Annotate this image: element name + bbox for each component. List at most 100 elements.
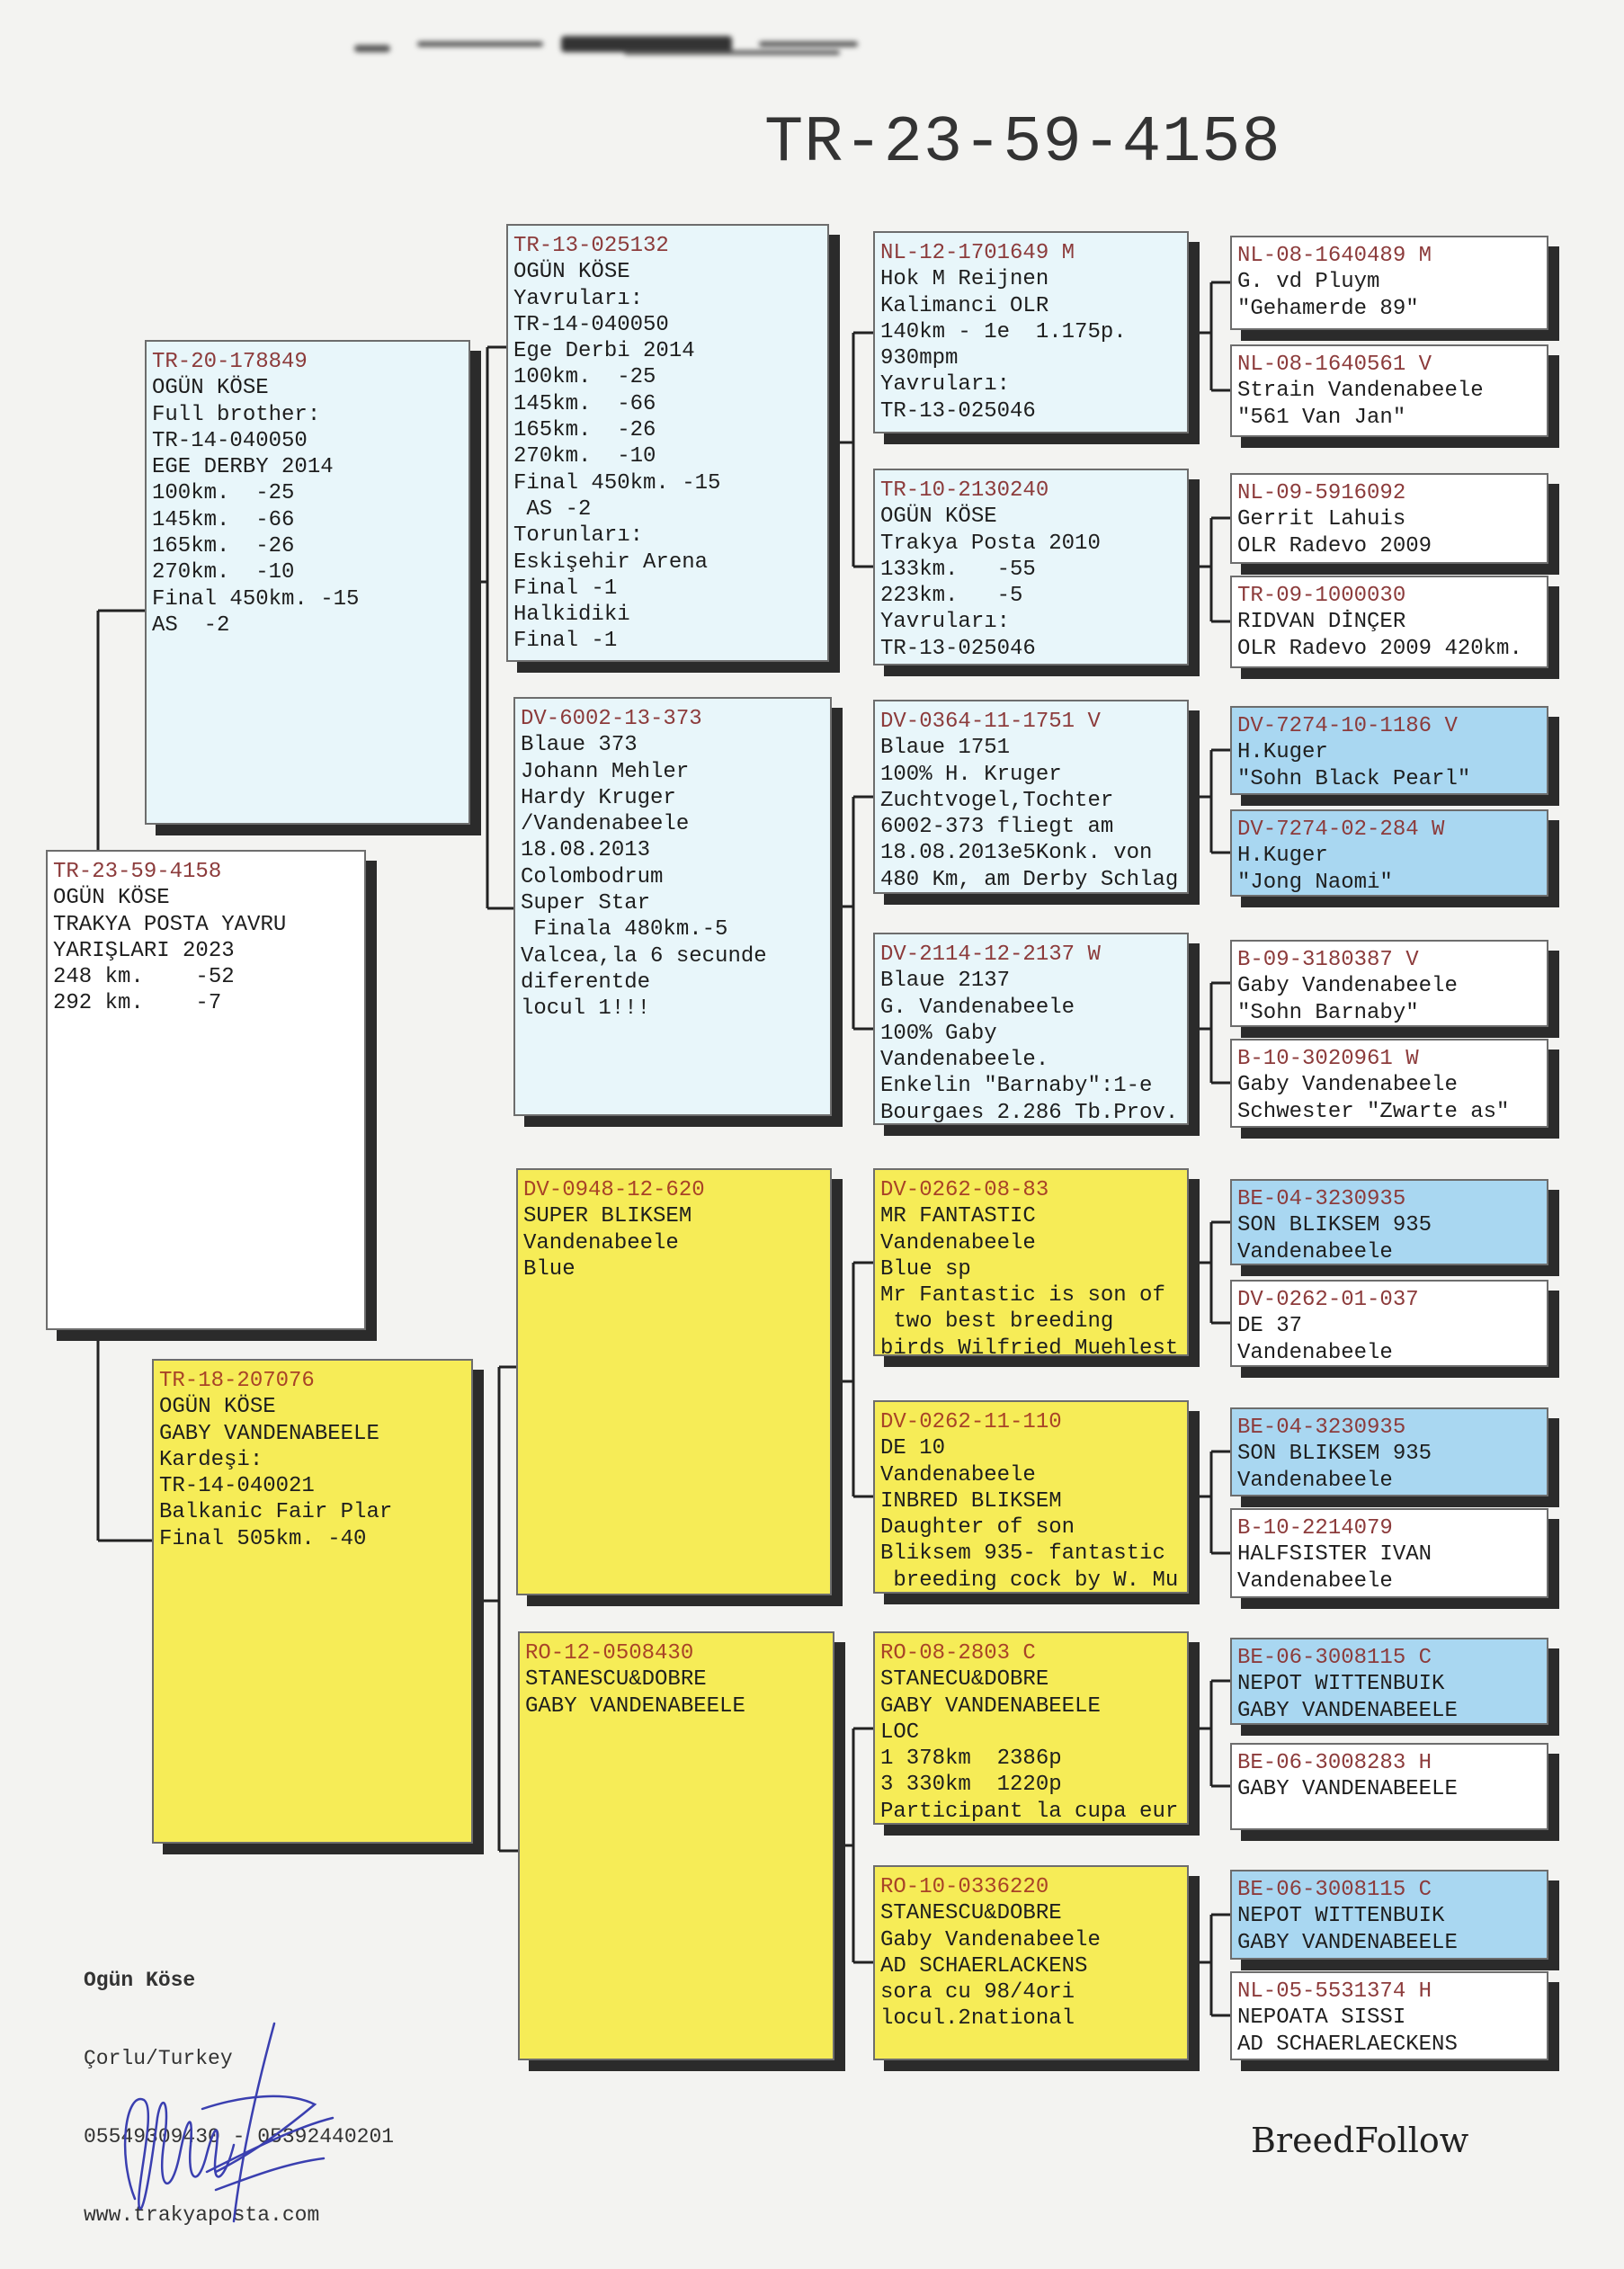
ring-number: DV-0262-11-110 [880, 1410, 1062, 1434]
pedigree-line: GABY VANDENABEELE [1237, 1698, 1458, 1723]
pedigree-line: OGÜN KÖSE [53, 886, 170, 911]
pedigree-line: Bliksem 935- fantastic [880, 1541, 1165, 1567]
pedigree-line: Vandenabeele. [880, 1048, 1049, 1073]
pedigree-line: Gerrit Lahuis [1237, 507, 1406, 532]
pedigree-line: EGE DERBY 2014 [152, 455, 334, 480]
pedigree-line: G. vd Pluym [1237, 270, 1380, 295]
pedigree-line: AS -2 [152, 612, 230, 638]
pedigree-line: breeding cock by W. Mu [880, 1568, 1179, 1593]
ring-number: NL-09-5916092 [1237, 481, 1406, 505]
pedigree-line: Gaby Vandenabeele [1237, 1073, 1458, 1098]
ring-number: BE-06-3008115 C [1237, 1878, 1432, 1902]
ring-number: NL-12-1701649 M [880, 241, 1075, 265]
pedigree-line: DE 10 [880, 1436, 946, 1461]
pedigree-line: GABY VANDENABEELE [880, 1693, 1101, 1719]
pedigree-line: NEPOT WITTENBUIK [1237, 1904, 1445, 1929]
pedigree-line: HALFSISTER IVAN [1237, 1542, 1432, 1568]
pedigree-line: 930mpm [880, 346, 959, 371]
pedigree-line: G. Vandenabeele [880, 995, 1075, 1020]
pedigree-line: OLR Radevo 2009 420km. [1237, 636, 1522, 661]
pedigree-line: 248 km. -52 [53, 965, 235, 990]
pedigree-line: Johann Mehler [521, 759, 690, 784]
breeder-website[interactable]: www.trakyaposta.com [84, 2203, 320, 2227]
pedigree-line: 292 km. -7 [53, 991, 222, 1016]
pedigree-line: "Gehamerde 89" [1237, 296, 1419, 321]
ring-number: DV-2114-12-2137 W [880, 942, 1101, 967]
pedigree-line: Blaue 373 [521, 733, 638, 758]
signature [123, 2022, 335, 2223]
ring-number: TR-20-178849 [152, 350, 308, 374]
pedigree-line: Vandenabeele [880, 1230, 1036, 1255]
pedigree-line: Final 450km. -15 [152, 586, 360, 612]
breeder-name: Ogün Köse [84, 1969, 196, 1992]
pedigree-line: OLR Radevo 2009 [1237, 533, 1432, 558]
pedigree-line: 270km. -10 [513, 444, 656, 469]
pedigree-line: AD SCHAERLACKENS [880, 1953, 1088, 1979]
pedigree-line: OGÜN KÖSE [159, 1395, 276, 1420]
pedigree-line: Hardy Kruger [521, 785, 676, 810]
pedigree-line: locul 1!!! [521, 996, 651, 1022]
pedigree-line: RIDVAN DİNÇER [1237, 610, 1406, 635]
pedigree-line: Mr Fantastic is son of [880, 1283, 1165, 1309]
pedigree-line: Participant la cupa eur [880, 1799, 1179, 1824]
pedigree-line: "Jong Naomi" [1237, 870, 1393, 895]
pedigree-line: GABY VANDENABEELE [1237, 1777, 1458, 1802]
pedigree-line: YARIŞLARI 2023 [53, 938, 235, 963]
pedigree-line: Gaby Vandenabeele [880, 1927, 1101, 1952]
pedigree-line: Trakya Posta 2010 [880, 531, 1101, 556]
pedigree-line: 100km. -25 [152, 481, 295, 506]
pedigree-line: 100km. -25 [513, 365, 656, 390]
pedigree-line: SON BLIKSEM 935 [1237, 1442, 1432, 1467]
ring-number: BE-06-3008283 H [1237, 1751, 1432, 1775]
pedigree-line: H.Kuger [1237, 844, 1328, 869]
pedigree-line: AD SCHAERLAECKENS [1237, 2032, 1458, 2057]
pedigree-line: SUPER BLIKSEM [523, 1204, 692, 1229]
pedigree-line: TR-14-040050 [513, 312, 669, 337]
ring-number: DV-6002-13-373 [521, 707, 702, 731]
pedigree-line: Super Star [521, 891, 651, 916]
pedigree-line: Schwester "Zwarte as" [1237, 1099, 1510, 1124]
ring-number: TR-13-025132 [513, 234, 669, 258]
pedigree-line: Final -1 [513, 576, 618, 601]
ring-number: DV-0262-08-83 [880, 1178, 1049, 1202]
pedigree-line: OGÜN KÖSE [513, 260, 630, 285]
pedigree-line: TR-14-040050 [152, 428, 308, 453]
ring-number: RO-10-0336220 [880, 1875, 1049, 1899]
pedigree-line: Vandenabeele [1237, 1568, 1393, 1594]
pedigree-line: 100% Gaby [880, 1021, 997, 1046]
pedigree-line: 100% H. Kruger [880, 762, 1062, 787]
pedigree-line: TR-13-025046 [880, 636, 1036, 661]
pedigree-line: 18.08.2013e5Konk. von [880, 841, 1153, 866]
